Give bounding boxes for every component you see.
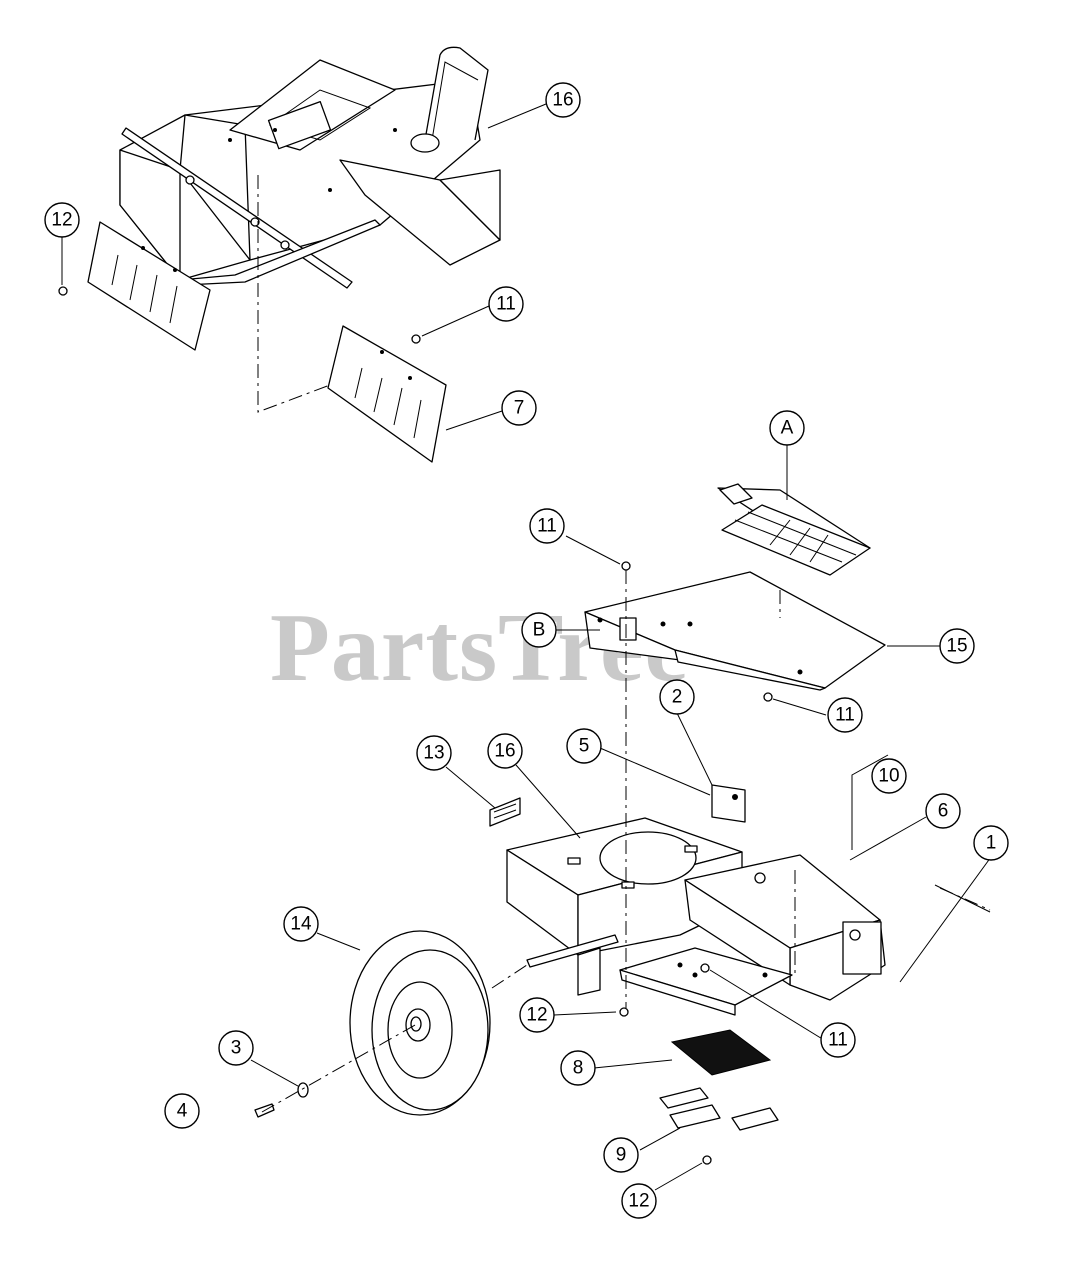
screen-8 [670,1029,772,1076]
callout-b: B [521,612,557,648]
decal-2 [711,784,746,823]
callout-9: 9 [603,1137,639,1173]
svg-text:7: 7 [514,398,525,419]
svg-text:15: 15 [946,636,967,657]
callout-11-bracket: 11 [820,1022,856,1058]
callout-7: 7 [501,390,537,426]
callout-13: 13 [416,735,452,771]
bolt-11-top [411,334,421,344]
bolt-11-cover-side [763,692,773,702]
shim-9b [669,1104,721,1129]
nut-12-mid [619,1007,629,1017]
callout-11-cover-side: 11 [827,697,863,733]
svg-text:6: 6 [938,801,949,822]
svg-text:2: 2 [672,687,683,708]
svg-text:11: 11 [828,1030,848,1051]
svg-text:B: B [533,620,546,641]
svg-text:9: 9 [616,1145,627,1166]
shim-9a [659,1087,709,1109]
callout-12-top: 12 [44,202,80,238]
wheel-14 [349,930,491,1116]
svg-text:11: 11 [835,705,855,726]
callout-16-top: 16 [545,82,581,118]
callout-11-top: 11 [488,286,524,322]
callout-1: 1 [973,825,1009,861]
svg-text:1: 1 [986,833,997,854]
callout-16-frame: 16 [487,733,523,769]
callout-10: 10 [871,758,907,794]
washer-3 [297,1082,309,1098]
bolt-11-bracket [700,963,710,973]
svg-text:12: 12 [628,1191,649,1212]
svg-text:16: 16 [494,741,515,762]
callout-3: 3 [218,1030,254,1066]
svg-text:4: 4 [177,1101,188,1122]
callout-14: 14 [283,906,319,942]
svg-text:14: 14 [290,914,312,935]
callout-5: 5 [566,728,602,764]
callout-a: A [769,410,805,446]
svg-text:12: 12 [51,210,72,231]
svg-text:13: 13 [423,743,444,764]
svg-text:8: 8 [573,1058,584,1079]
callout-4: 4 [164,1093,200,1129]
frame-16 [506,817,991,1016]
shim-9c [731,1107,779,1131]
bolt-11-cover-top [621,561,631,571]
svg-text:11: 11 [537,516,557,537]
svg-text:3: 3 [231,1038,242,1059]
svg-text:11: 11 [496,294,516,315]
callout-11-cover-top: 11 [529,508,565,544]
callout-6: 6 [925,793,961,829]
callout-2: 2 [659,679,695,715]
svg-text:10: 10 [878,766,899,787]
leader-lines [61,103,992,1191]
cover-15 [584,571,886,691]
nut-12-top [58,286,68,296]
svg-text:16: 16 [552,90,573,111]
svg-text:5: 5 [579,736,590,757]
flap-plate-left [87,221,211,351]
callout-8: 8 [560,1050,596,1086]
hopper-chute-assembly [119,46,501,289]
callout-15: 15 [939,628,975,664]
svg-text:12: 12 [526,1005,547,1026]
decal-a [717,483,871,576]
svg-text:A: A [781,418,794,439]
nut-12-bottom [702,1155,712,1165]
callout-12-bottom: 12 [621,1183,657,1219]
callout-12-mid: 12 [519,997,555,1033]
flap-plate-right [327,325,447,463]
